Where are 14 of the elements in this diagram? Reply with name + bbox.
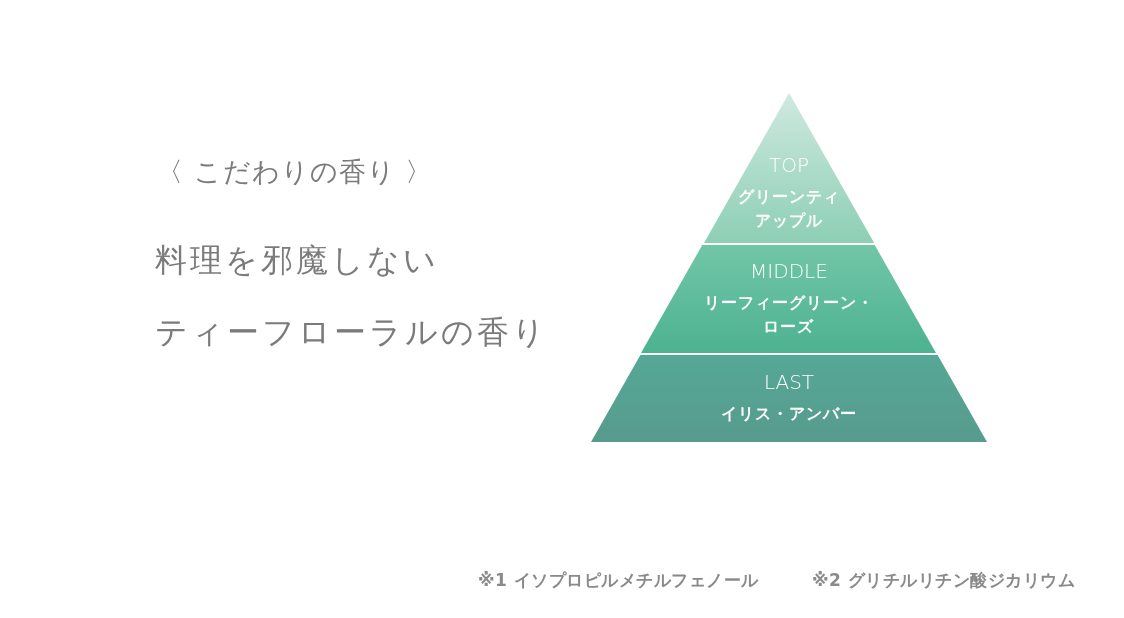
tier-heading: TOP — [768, 153, 809, 177]
tier-heading: MIDDLE — [750, 259, 828, 283]
pyramid-tier — [591, 355, 987, 442]
footnote: ※1 イソプロピルメチルフェノール — [478, 570, 759, 591]
tagline: ティーフローラルの香り — [155, 312, 548, 352]
pyramid-tier — [703, 93, 875, 243]
pyramid-tier — [641, 245, 937, 353]
fragrance-notes: リーフィーグリーン・ローズ — [703, 292, 875, 338]
tagline: 料理を邪魔しない — [155, 240, 439, 280]
heading: 〈 こだわりの香り 〉 — [156, 155, 434, 189]
tier-heading: LAST — [763, 370, 815, 394]
fragrance-notes: グリーンティアップル — [737, 186, 841, 232]
footnote: ※2 グリチルリチン酸ジカリウム — [812, 570, 1076, 591]
fragrance-notes: イリス・アンバー — [720, 403, 858, 425]
